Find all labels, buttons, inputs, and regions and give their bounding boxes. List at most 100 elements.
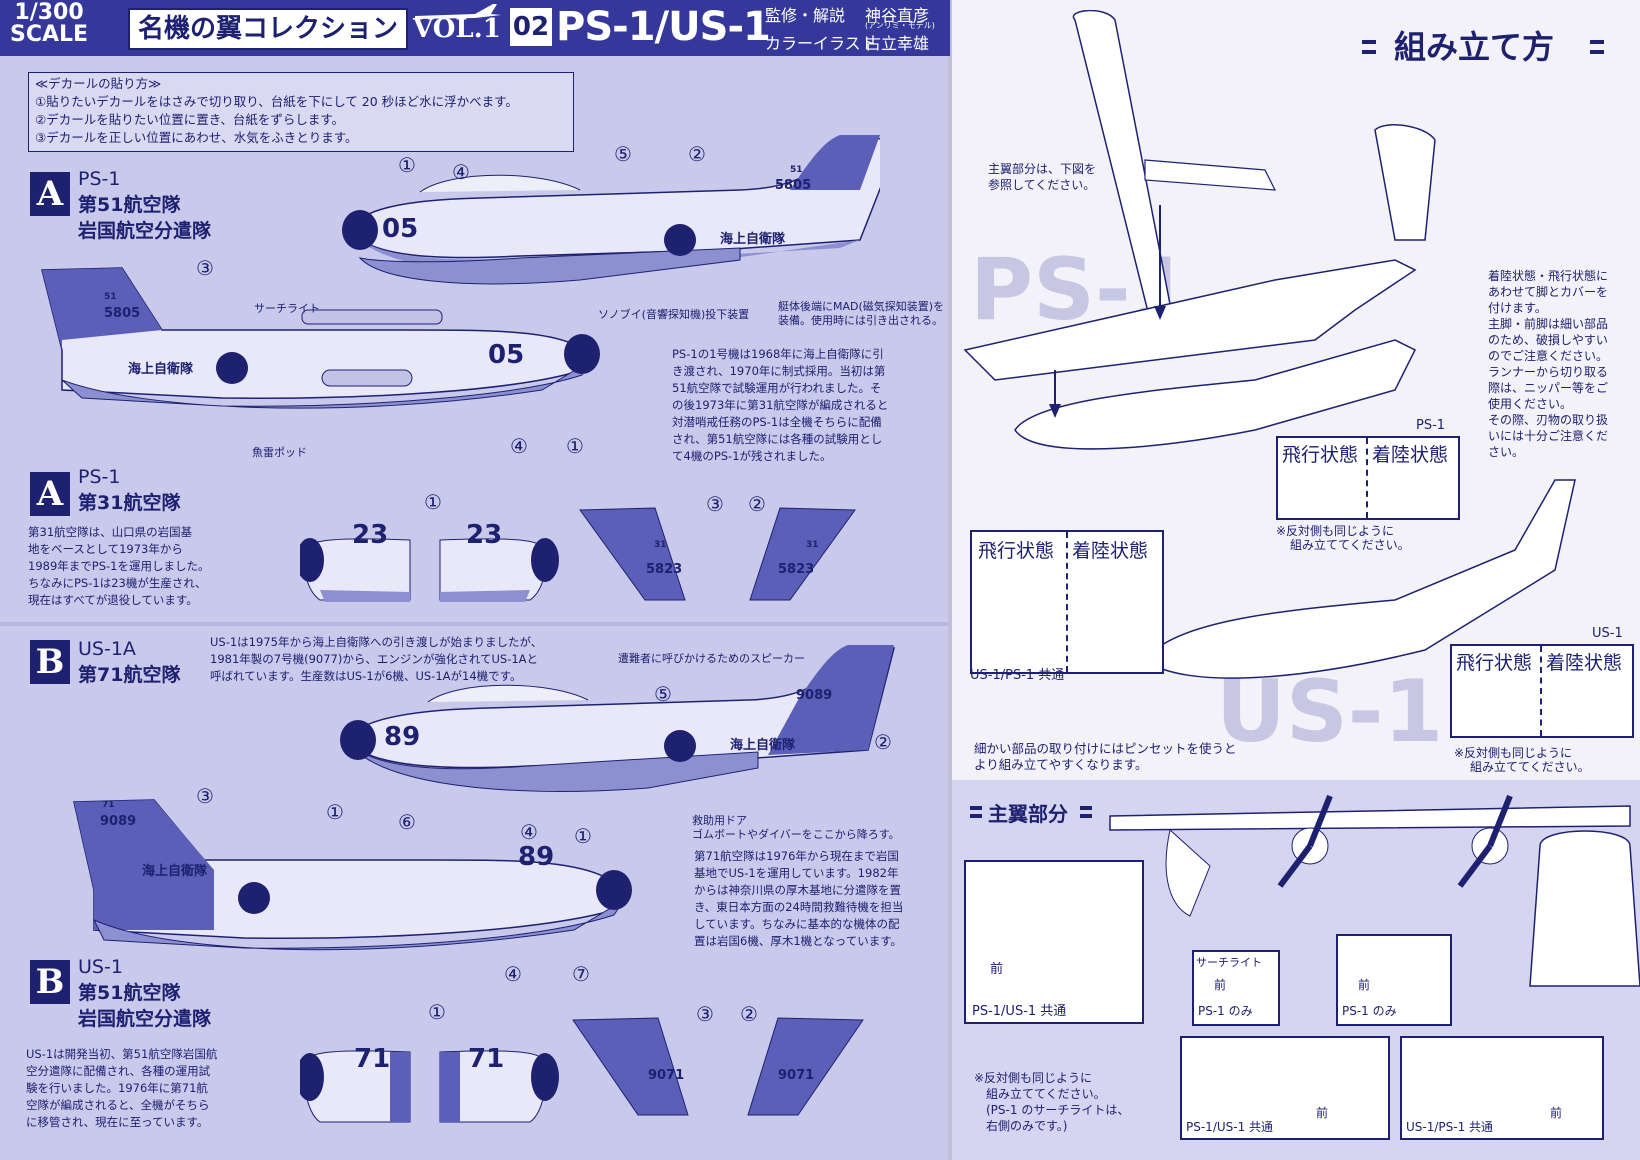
common-label: US-1/PS-1 共通: [970, 668, 1065, 683]
tail-unit: 31: [806, 540, 819, 550]
mainwing-note-2: 参照してください。: [988, 178, 1096, 192]
tweezers-note-1: 細かい部品の取り付けにはピンセットを使うと: [974, 741, 1237, 756]
tail-code: 5805: [104, 306, 141, 321]
callout-2: ②: [874, 730, 892, 754]
title-bar-icon: [1362, 40, 1376, 44]
title-bar-icon: [1590, 50, 1604, 54]
jmsdf-marking: 海上自衛隊: [730, 738, 796, 753]
nose-gear-box: 飛行状態 着陸状態: [970, 530, 1164, 674]
opposite-note-2: 組み立ててください。: [1290, 538, 1410, 552]
mainwing-diagram: [1109, 794, 1640, 987]
section-badge: B: [30, 960, 70, 1004]
scale-label: 1/300 SCALE: [10, 0, 89, 47]
section-type: PS-1: [78, 466, 121, 488]
credit-name-2: 古立幸雄: [865, 34, 930, 53]
tail-code: 9089: [796, 688, 833, 703]
section-line2: 岩国航空分遣隊: [78, 1008, 212, 1030]
volume-label: VOL.1: [413, 14, 501, 44]
us1-nose-views: [300, 1050, 559, 1123]
ps1-nose-views: [300, 538, 559, 602]
mad-note-2: 装備。使用時には引き出される。: [778, 314, 943, 327]
callout-4: ④: [520, 820, 538, 844]
ps1-gear-box: 飛行状態 着陸状態: [1276, 436, 1460, 520]
engine-box-2: 前 US-1/PS-1 共通: [1400, 1036, 1604, 1140]
section-type: PS-1: [78, 168, 121, 190]
decal-step-1: ①貼りたいデカールをはさみで切り取り、台紙を下にして 20 秒ほど水に浮かべます…: [35, 94, 518, 109]
credit-sub-1: (アンリミ・モデル): [865, 21, 935, 30]
callout-3: ③: [696, 1002, 714, 1026]
tail-code: 5805: [775, 178, 812, 193]
aircraft-number: 89: [518, 842, 555, 872]
callout-6: ⑥: [398, 810, 416, 834]
callout-1: ①: [326, 800, 344, 824]
us1-label: US-1: [1592, 626, 1623, 641]
tail-unit: 71: [102, 800, 115, 810]
us1-watermark: US-1: [1216, 662, 1444, 762]
tail-unit: 51: [104, 292, 117, 302]
callout-2: ②: [748, 492, 766, 516]
callout-4: ④: [504, 962, 522, 986]
engine-box-1: 前 PS-1/US-1 共通: [1180, 1036, 1390, 1140]
ps1-aircraft-lower: [41, 267, 600, 409]
opposite-note-2: 組み立ててください。: [1470, 760, 1590, 774]
credit-role-2: カラーイラスト: [765, 34, 877, 53]
ps1-tail-views: [579, 507, 856, 601]
decal-step-2: ②デカールを貼りたい位置に置き、台紙をずらします。: [35, 112, 345, 127]
callout-3: ③: [706, 492, 724, 516]
callout-2: ②: [688, 142, 706, 166]
us1a-aircraft-lower: [73, 799, 632, 951]
opposite-note-1: ※反対側も同じように: [1454, 746, 1573, 760]
tail-code: 9089: [100, 814, 137, 829]
ps1-label: PS-1: [1416, 418, 1446, 433]
mainwing-title: 主翼部分: [988, 802, 1068, 826]
credit-name-1: 神谷直彦: [865, 6, 930, 25]
callout-7: ⑦: [572, 962, 590, 986]
assembly-diagram: [963, 10, 1576, 679]
tail-unit: 31: [654, 540, 667, 550]
tail-unit: 51: [790, 165, 803, 175]
title-bar-icon: [970, 814, 982, 818]
callout-3: ③: [196, 784, 214, 808]
assembly-title: 組み立て方: [1394, 28, 1555, 66]
model-name: PS-1/US-1: [556, 4, 771, 50]
searchlight-box: サーチライト 前 PS-1 のみ: [1192, 950, 1280, 1026]
section-badge: A: [30, 172, 70, 216]
section-line2: 岩国航空分遣隊: [78, 220, 212, 242]
callout-3: ③: [196, 256, 214, 280]
torpedo-pod-label: 魚雷ポッド: [252, 446, 307, 459]
aircraft-number: 05: [382, 214, 419, 244]
decal-step-3: ③デカールを正しい位置にあわせ、水気をふきとります。: [35, 130, 358, 145]
opposite-note-1: ※反対側も同じように: [1276, 524, 1395, 538]
decal-title: ≪デカールの貼り方≫: [35, 76, 162, 91]
section-badge: A: [30, 472, 70, 516]
section-type: US-1: [78, 956, 123, 978]
title-bar-icon: [1362, 50, 1376, 54]
callout-5: ⑤: [654, 682, 672, 706]
callout-1: ①: [428, 1000, 446, 1024]
speaker-label: 遭難者に呼びかけるためのスピーカー: [618, 652, 805, 665]
decal-instructions: ≪デカールの貼り方≫ ①貼りたいデカールをはさみで切り取り、台紙を下にして 20…: [28, 72, 574, 152]
callout-2: ②: [740, 1002, 758, 1026]
section-line1: 第31航空隊: [78, 492, 181, 514]
jmsdf-marking: 海上自衛隊: [142, 864, 208, 879]
aircraft-number: 05: [488, 340, 525, 370]
searchlight-label: サーチライト: [254, 302, 320, 315]
tail-code: 9071: [648, 1068, 685, 1083]
plane-silhouette-icon: [415, 4, 501, 19]
callout-1: ①: [574, 824, 592, 848]
credit-role-1: 監修・解説: [765, 6, 846, 25]
callout-4: ④: [510, 434, 528, 458]
mainwing-note-1: 主翼部分は、下図を: [988, 162, 1097, 176]
title-bar-icon: [1080, 806, 1092, 810]
aircraft-number: 23: [352, 520, 389, 550]
header-bar: 1/300 SCALE 名機の翼コレクション VOL.1 02 PS-1/US-…: [0, 0, 950, 56]
aircraft-number: 89: [384, 722, 421, 752]
us1-gear-box: 飛行状態 着陸状態: [1450, 644, 1634, 738]
aircraft-number: 23: [466, 520, 503, 550]
rescue-door-note: ゴムボートやダイバーをここから降ろす。: [692, 828, 900, 841]
callout-1: ①: [398, 153, 416, 177]
section-line1: 第51航空隊: [78, 982, 181, 1004]
mad-note-1: 艇体後端にMAD(磁気探知装置)を: [778, 300, 945, 313]
callout-1: ①: [424, 490, 442, 514]
issue-number: 02: [510, 8, 552, 46]
